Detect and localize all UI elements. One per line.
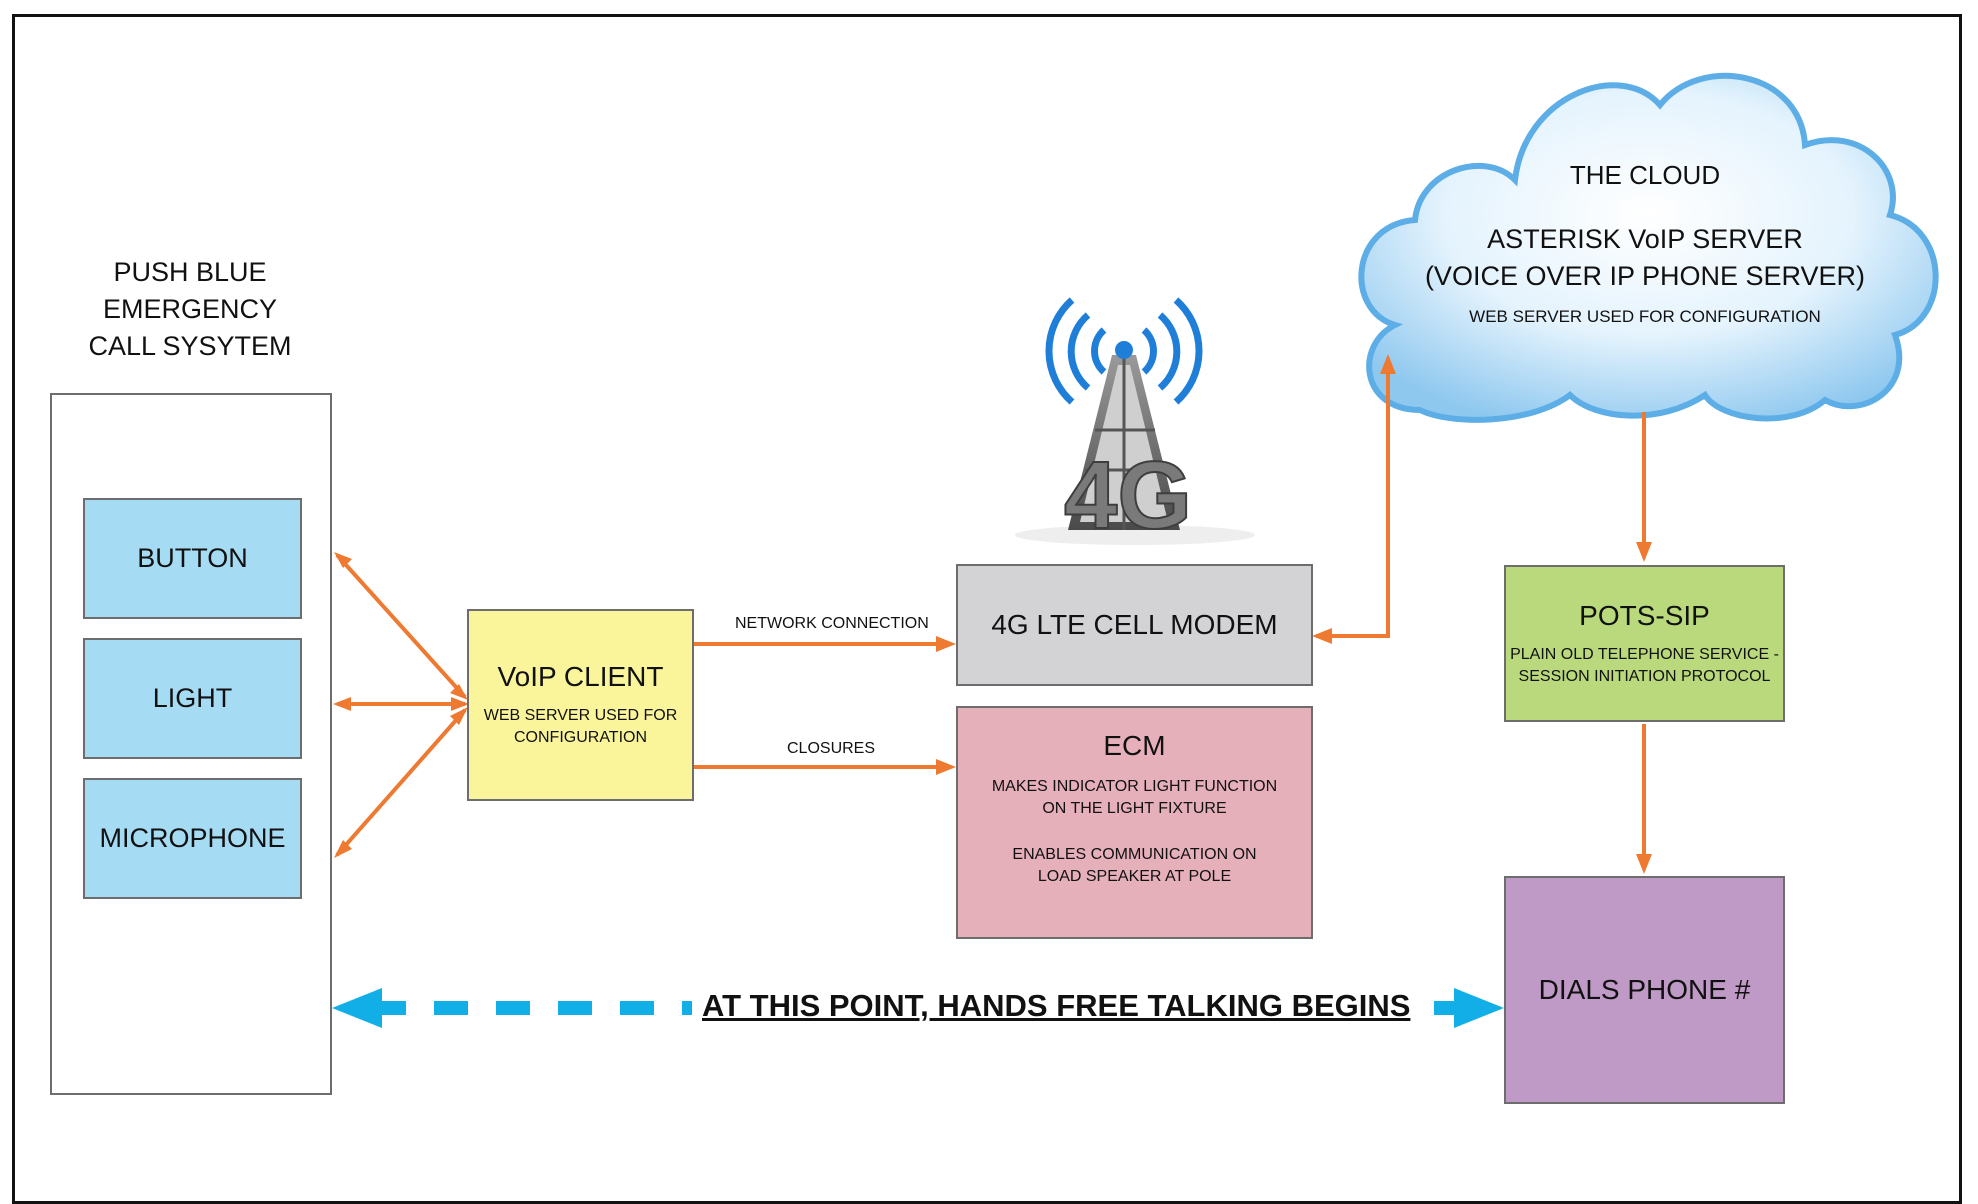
cloud-server-line: (VOICE OVER IP PHONE SERVER) [1424, 261, 1866, 291]
connector-mic-voip [335, 708, 467, 857]
hands-free-talking-label: AT THIS POINT, HANDS FREE TALKING BEGINS [702, 988, 1411, 1023]
dials-phone-box: DIALS PHONE # [1504, 876, 1785, 1104]
ecm-title: ECM [1103, 730, 1166, 761]
pots-sip-box: POTS-SIP PLAIN OLD TELEPHONE SERVICE - S… [1504, 565, 1785, 722]
arrowhead [451, 697, 469, 711]
closures-label: CLOSURES [787, 740, 876, 757]
system-title-line: CALL SYSYTEM [88, 331, 292, 361]
connector-modem-cloud [1316, 360, 1390, 638]
connector-button-voip [335, 553, 467, 699]
arrowhead [1312, 628, 1332, 644]
arrowhead [936, 636, 956, 652]
voip-client-box: VoIP CLIENT WEB SERVER USED FOR CONFIGUR… [467, 609, 694, 801]
system-title: PUSH BLUE EMERGENCY CALL SYSYTEM [60, 254, 320, 365]
4g-label: 4G [1064, 442, 1192, 549]
cloud-shape [1358, 72, 1939, 423]
cloud-subtitle: WEB SERVER USED FOR CONFIGURATION [1469, 307, 1821, 326]
ecm-desc-line: ON THE LIGHT FIXTURE [1042, 800, 1227, 817]
arrowhead [936, 759, 956, 775]
modem-title: 4G LTE CELL MODEM [991, 609, 1278, 640]
ecm-desc-line: LOAD SPEAKER AT POLE [1037, 868, 1232, 885]
arrowhead [333, 697, 351, 711]
ecm-box: ECM MAKES INDICATOR LIGHT FUNCTION ON TH… [956, 706, 1313, 939]
pots-sip-title: POTS-SIP [1579, 599, 1710, 631]
arrowhead [1380, 354, 1396, 374]
arrowhead [1636, 542, 1652, 562]
microphone-component: MICROPHONE [83, 778, 302, 899]
cloud-title: THE CLOUD [1569, 160, 1721, 190]
arrowhead [1636, 854, 1652, 874]
talk-arrow [332, 988, 1504, 1028]
system-title-line: EMERGENCY [102, 294, 278, 324]
ecm-desc-line: ENABLES COMMUNICATION ON [1012, 846, 1257, 863]
network-connection-label: NETWORK CONNECTION [735, 615, 929, 632]
button-component-label: BUTTON [137, 543, 248, 573]
ecm-desc-line: MAKES INDICATOR LIGHT FUNCTION [991, 778, 1278, 795]
button-component: BUTTON [83, 498, 302, 619]
arrowhead [334, 552, 352, 568]
voip-client-subtitle-line: WEB SERVER USED FOR [483, 707, 678, 724]
cloud-label: THE CLOUD ASTERISK VoIP SERVER (VOICE OV… [1420, 160, 1870, 327]
system-title-line: PUSH BLUE [113, 257, 267, 287]
arrowhead [450, 684, 468, 700]
voip-client-subtitle-line: CONFIGURATION [513, 729, 648, 746]
modem-box: 4G LTE CELL MODEM [956, 564, 1313, 686]
microphone-component-label: MICROPHONE [99, 823, 286, 853]
4g-tower-icon: 4G [1015, 297, 1255, 550]
pots-sip-subtitle-line: PLAIN OLD TELEPHONE SERVICE - [1510, 645, 1779, 663]
light-component-label: LIGHT [152, 683, 233, 713]
arrowhead [450, 707, 468, 725]
pots-sip-subtitle-line: SESSION INITIATION PROTOCOL [1518, 667, 1771, 685]
cloud-server-line: ASTERISK VoIP SERVER [1487, 224, 1803, 254]
arrowhead [334, 840, 352, 858]
light-component: LIGHT [83, 638, 302, 759]
voip-client-title: VoIP CLIENT [497, 661, 664, 692]
dials-phone-title: DIALS PHONE # [1538, 974, 1751, 1005]
